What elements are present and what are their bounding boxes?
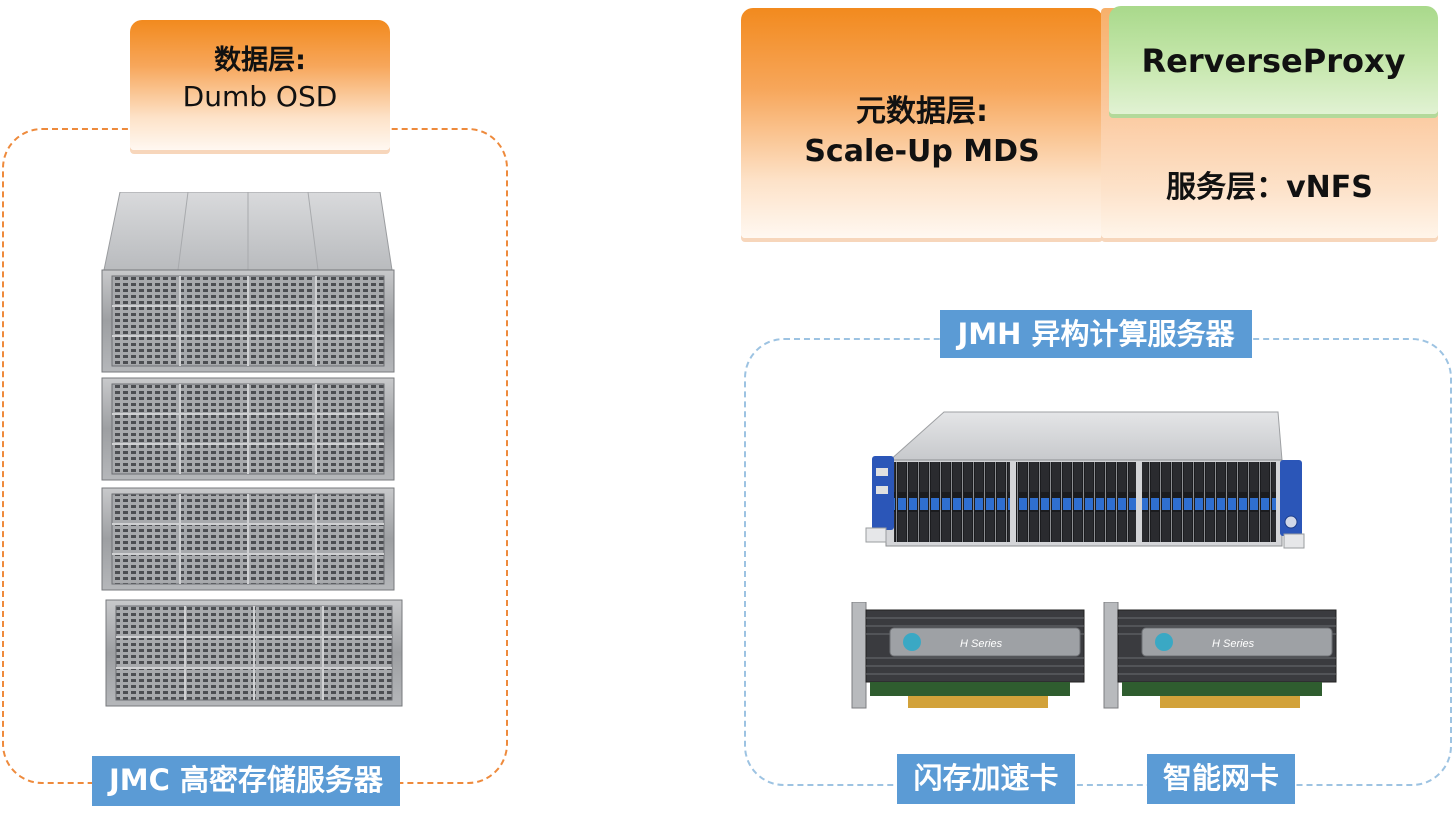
metadata-layer-box: 元数据层: Scale-Up MDS bbox=[741, 8, 1103, 238]
jmc-storage-server-caption: JMC 高密存储服务器 bbox=[92, 756, 400, 806]
storage-chassis-1 bbox=[101, 269, 395, 373]
service-layer-label: 服务层：vNFS bbox=[1166, 170, 1373, 205]
jmh-compute-server-caption: JMH 异构计算服务器 bbox=[940, 310, 1252, 358]
data-layer-box: 数据层: Dumb OSD bbox=[130, 20, 390, 150]
flash-card-caption: 闪存加速卡 bbox=[897, 754, 1075, 804]
metadata-layer-title: 元数据层: bbox=[856, 94, 988, 129]
storage-server-stack-image bbox=[101, 192, 403, 707]
data-layer-title: 数据层: bbox=[214, 45, 306, 76]
smart-nic-brand-text: H Series bbox=[1212, 638, 1255, 650]
flash-card-image: H Series bbox=[851, 602, 1085, 709]
reverse-proxy-box: RerverseProxy bbox=[1109, 6, 1438, 114]
metadata-layer-subtitle: Scale-Up MDS bbox=[804, 134, 1040, 169]
compute-server-image bbox=[865, 411, 1305, 549]
smart-nic-image: H Series bbox=[1103, 602, 1337, 709]
storage-chassis-2 bbox=[101, 377, 395, 481]
storage-chassis-3 bbox=[101, 487, 395, 591]
flash-card-brand-text: H Series bbox=[960, 638, 1003, 650]
data-layer-subtitle: Dumb OSD bbox=[182, 80, 338, 113]
storage-chassis-4 bbox=[105, 599, 403, 707]
smart-nic-caption: 智能网卡 bbox=[1147, 754, 1295, 804]
compute-server-group-frame bbox=[744, 338, 1452, 786]
reverse-proxy-label: RerverseProxy bbox=[1141, 42, 1406, 80]
